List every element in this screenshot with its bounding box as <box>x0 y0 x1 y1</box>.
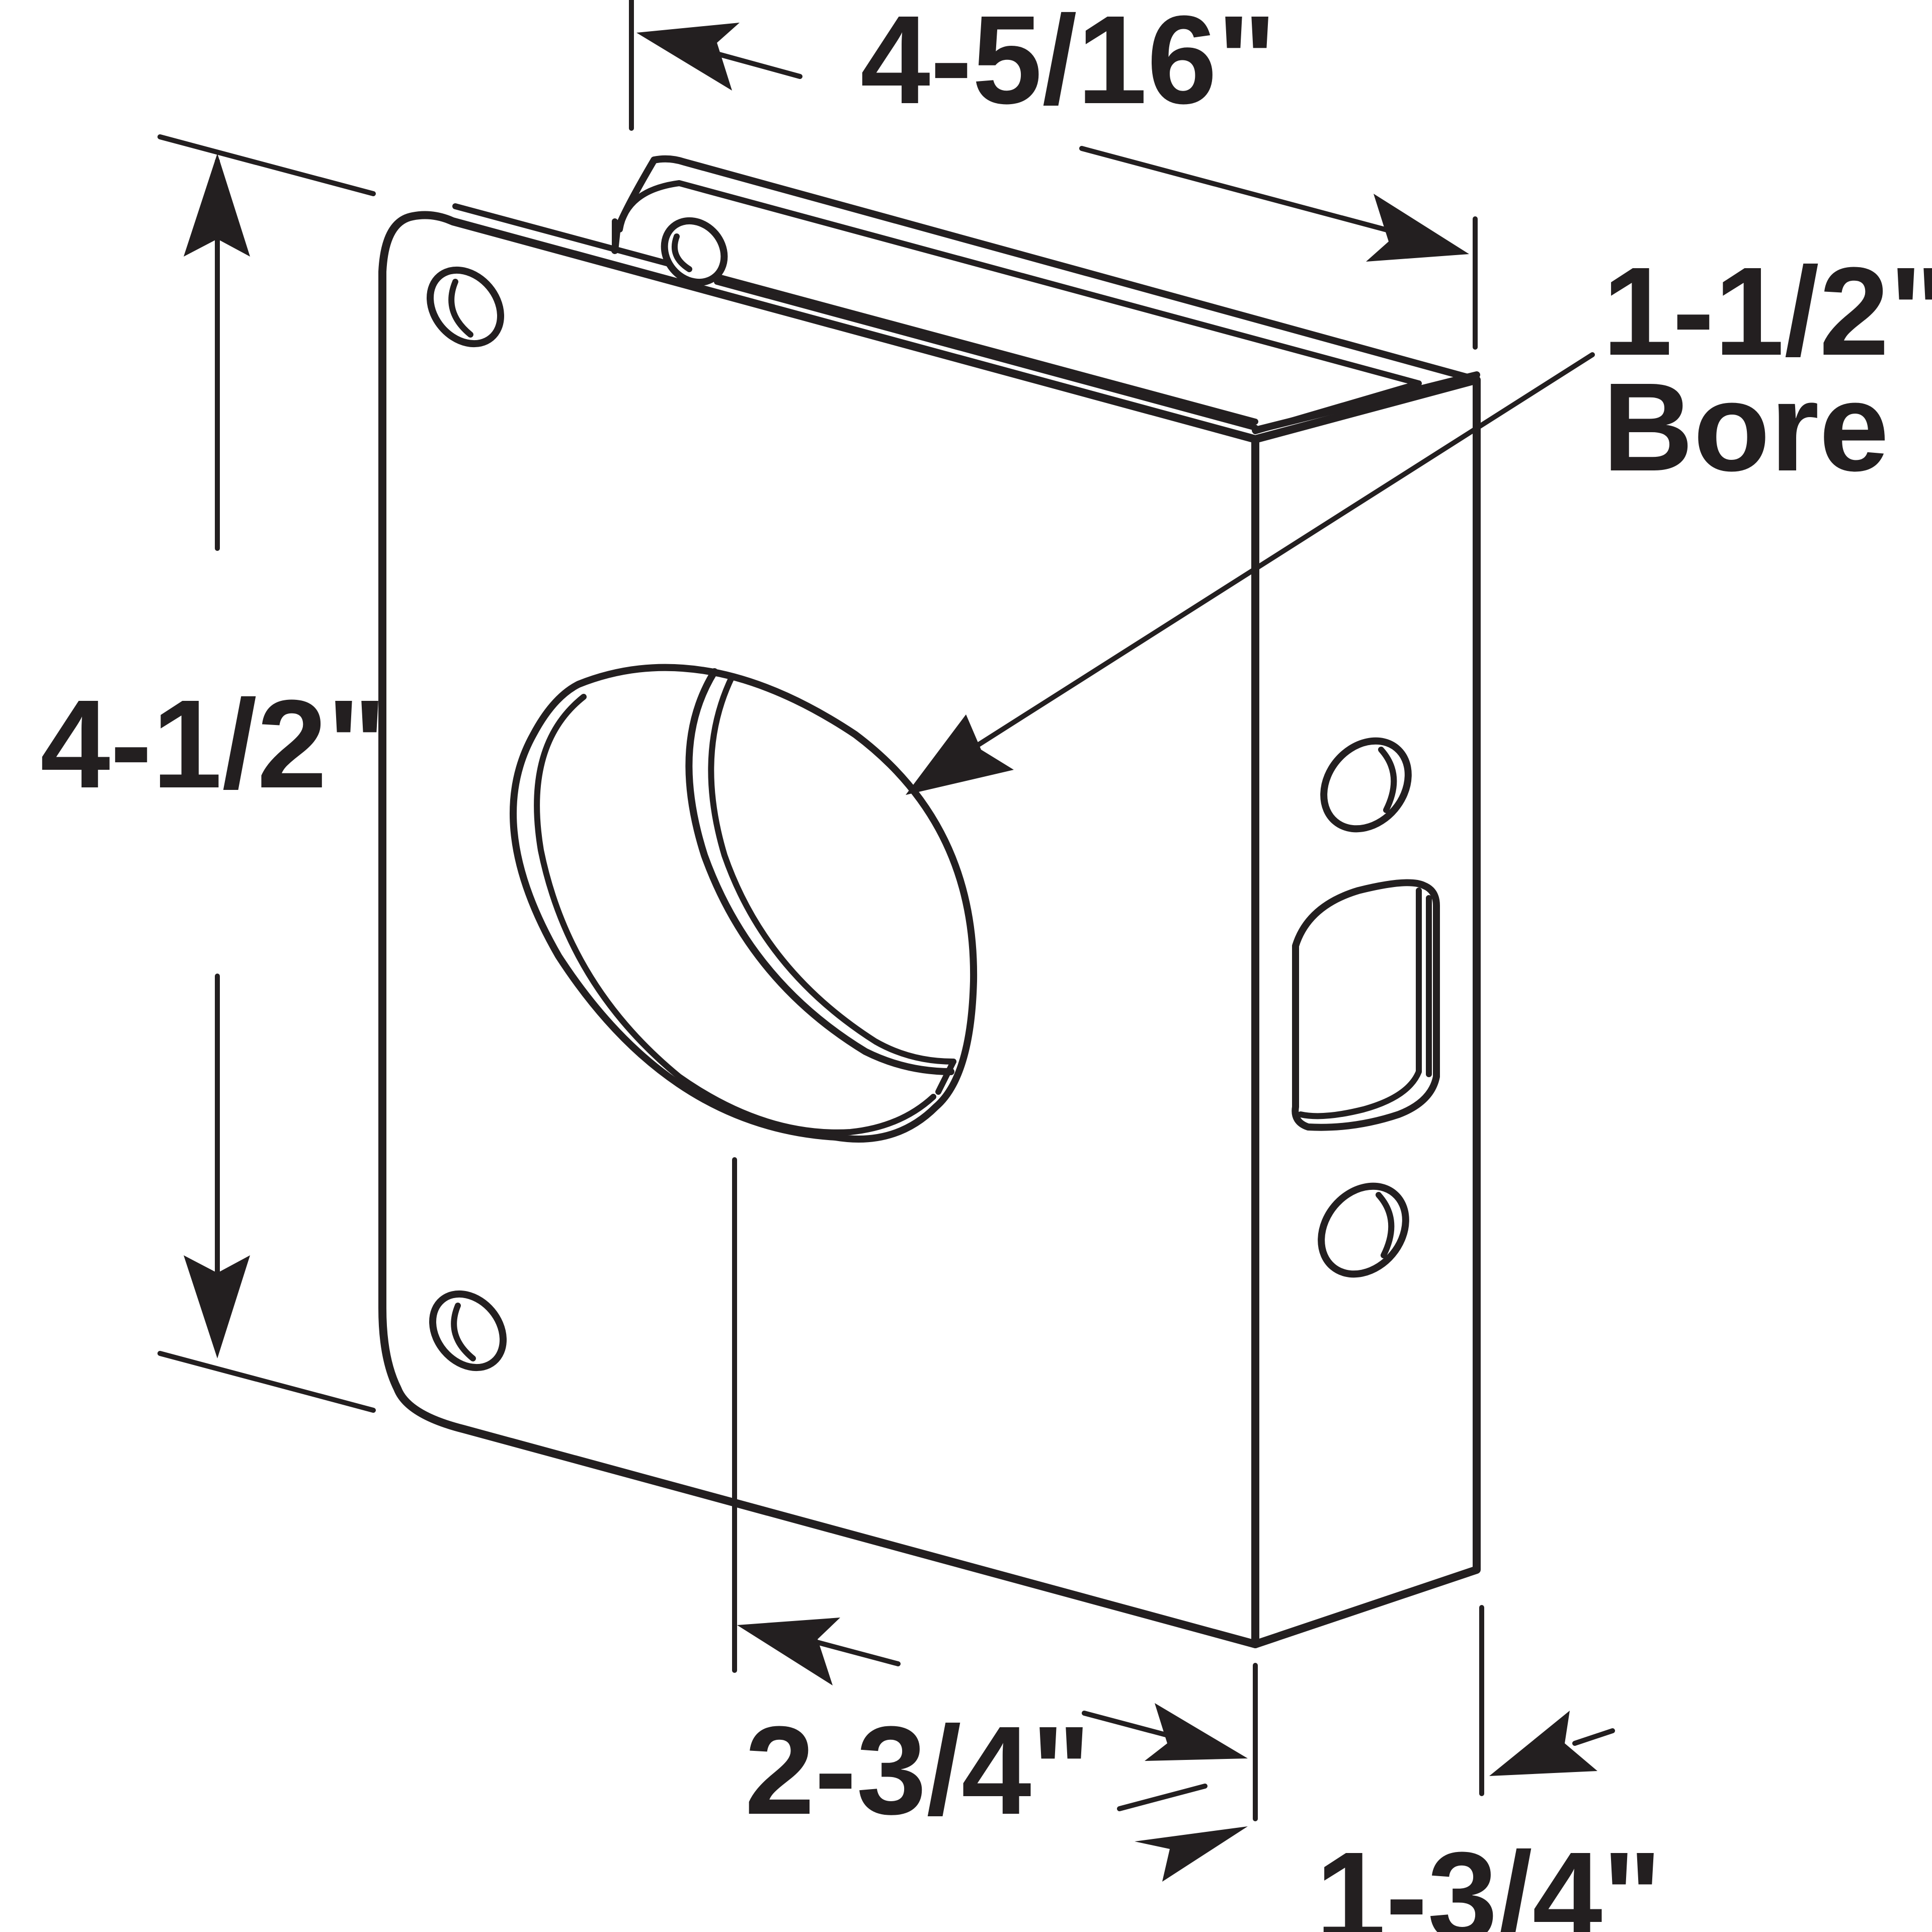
side-screw-hole-upper <box>1320 737 1412 833</box>
backset-label: 2-3/4" <box>745 1700 1091 1840</box>
screw-hole-top-center <box>661 217 728 286</box>
thickness-dimension: 1-3/4" <box>1316 1605 1662 1932</box>
backset-arrow <box>737 1618 840 1685</box>
backset-arrow-right-top <box>1145 1703 1248 1761</box>
width-dimension: 4-5/16" <box>629 0 1478 350</box>
width-arrow-left <box>636 23 740 91</box>
bore-hole <box>510 664 978 1143</box>
bore-size-label: 1-1/2" <box>1602 241 1932 381</box>
plate-top-inner-line <box>452 203 1258 425</box>
height-arrow-top <box>184 153 250 257</box>
plate-top-edge <box>611 155 1480 434</box>
thickness-label: 1-3/4" <box>1316 1826 1662 1932</box>
height-dimension: 4-1/2" <box>40 134 386 1413</box>
screw-hole-bottom-left <box>429 1290 507 1372</box>
screw-hole-top-left <box>426 266 505 348</box>
backset-arrow-right-bottom <box>1135 1826 1248 1882</box>
height-arrow-bottom <box>184 1255 250 1358</box>
height-label: 4-1/2" <box>40 674 386 814</box>
bore-arrow <box>906 714 1014 795</box>
thickness-arrow <box>1489 1711 1597 1776</box>
width-label: 4-5/16" <box>860 0 1276 130</box>
backset-dimension: 2-3/4" <box>732 1157 1258 1882</box>
width-arrow-right <box>1366 194 1469 262</box>
bore-dimension: 1-1/2" Bore <box>906 241 1932 795</box>
side-screw-hole-lower <box>1318 1182 1409 1278</box>
bore-word-label: Bore <box>1602 357 1889 497</box>
plate-front-face <box>378 211 1259 1648</box>
latch-opening <box>1292 879 1440 1131</box>
